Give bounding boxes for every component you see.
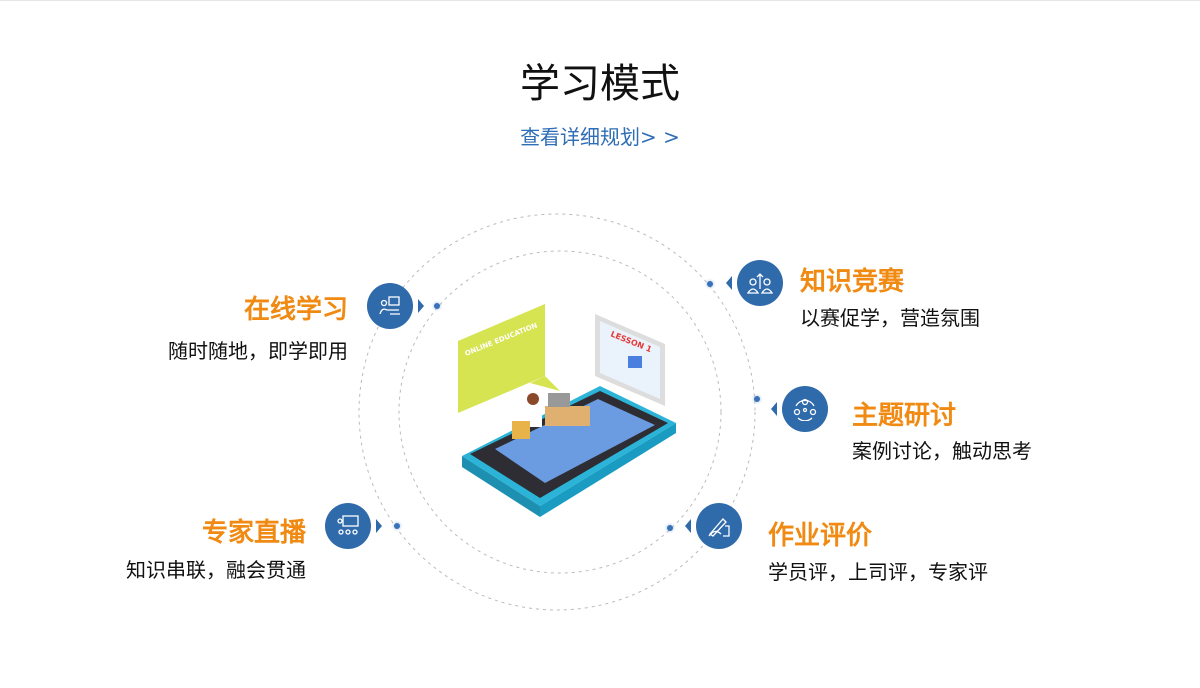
phone-illustration: LESSON 1 ONLINE EDUCATION	[458, 304, 676, 517]
item-subtitle: 随时随地，即学即用	[168, 339, 348, 363]
item-title: 知识竞赛	[800, 267, 905, 297]
page-title: 学习模式	[520, 61, 680, 107]
item-subtitle: 学员评，上司评，专家评	[768, 560, 988, 584]
online-learning-icon	[367, 283, 424, 329]
orbit-dot	[434, 303, 440, 309]
competition-icon	[726, 260, 783, 306]
orbit-dot	[707, 281, 713, 287]
item-subtitle: 知识串联，融会贯通	[126, 558, 306, 582]
item-subtitle: 以赛促学，营造氛围	[800, 306, 980, 330]
live-lecture-icon	[325, 503, 382, 549]
orbit-dot	[394, 523, 400, 529]
outer-orbit	[358, 213, 756, 611]
discussion-icon	[771, 386, 828, 432]
inner-orbit	[398, 250, 722, 574]
item-title: 主题研讨	[852, 401, 957, 431]
orbit-dot	[754, 396, 760, 402]
view-plan-link[interactable]: 查看详细规划> >	[520, 125, 680, 149]
item-title: 在线学习	[243, 295, 348, 325]
assignment-review-icon	[685, 503, 742, 549]
item-title: 作业评价	[768, 521, 873, 551]
orbit-dot	[667, 525, 673, 531]
item-title: 专家直播	[201, 518, 306, 548]
item-subtitle: 案例讨论，触动思考	[852, 439, 1032, 463]
